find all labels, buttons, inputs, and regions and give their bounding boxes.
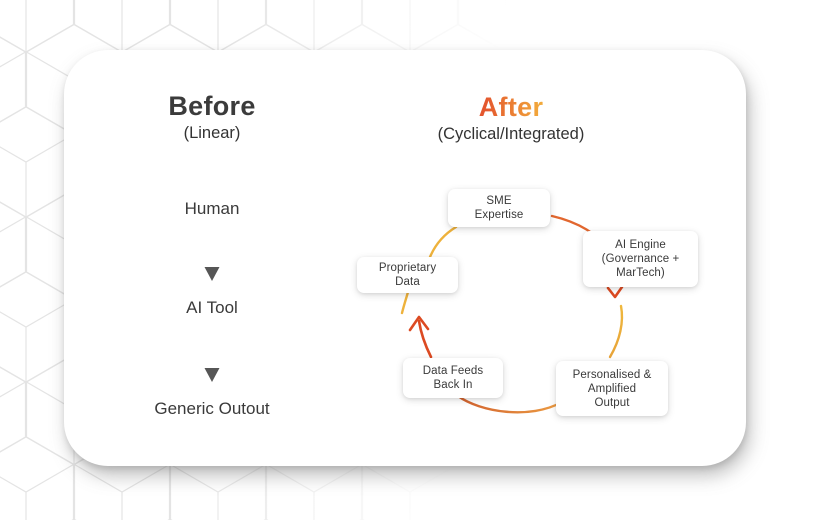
linear-step-human: Human	[184, 199, 240, 218]
cycle-node-data-feeds: Data Feeds Back In	[403, 358, 503, 398]
arrowhead-up-icon	[408, 315, 430, 332]
arc-ai-engine-to-output	[608, 304, 624, 359]
cycle-node-label: SME Expertise	[474, 195, 524, 221]
arc-stub-below-proprietary	[400, 290, 410, 315]
down-arrow-icon	[204, 240, 220, 281]
cycle-node-proprietary-data: Proprietary Data	[357, 257, 458, 293]
after-subtitle: (Cyclical/Integrated)	[437, 125, 585, 143]
cycle-node-ai-engine: AI Engine (Governance + MarTech)	[583, 231, 698, 287]
arc-data-feeds-to-proprietary	[417, 319, 433, 359]
cycle-node-label: Personalised & Amplified Output	[572, 368, 652, 409]
linear-step-ai-tool: AI Tool	[186, 298, 238, 317]
comparison-card: Before (Linear) Human AI Tool Generic Ou…	[64, 50, 746, 466]
cycle-node-personalised-output: Personalised & Amplified Output	[556, 361, 668, 416]
arrowhead-down-icon	[606, 285, 624, 299]
cycle-node-sme-expertise: SME Expertise	[448, 189, 550, 227]
arc-proprietary-to-sme	[428, 225, 458, 259]
after-title: After	[478, 92, 544, 122]
down-arrow-icon	[204, 341, 220, 382]
cycle-node-label: AI Engine (Governance + MarTech)	[601, 239, 680, 279]
arc-output-to-data-feeds	[456, 394, 564, 414]
cycle-node-label: Data Feeds Back In	[422, 365, 484, 391]
linear-step-generic-output: Generic Outout	[154, 399, 270, 418]
before-subtitle: (Linear)	[183, 124, 241, 142]
before-title: Before	[168, 91, 256, 121]
cycle-node-label: Proprietary Data	[378, 262, 437, 288]
